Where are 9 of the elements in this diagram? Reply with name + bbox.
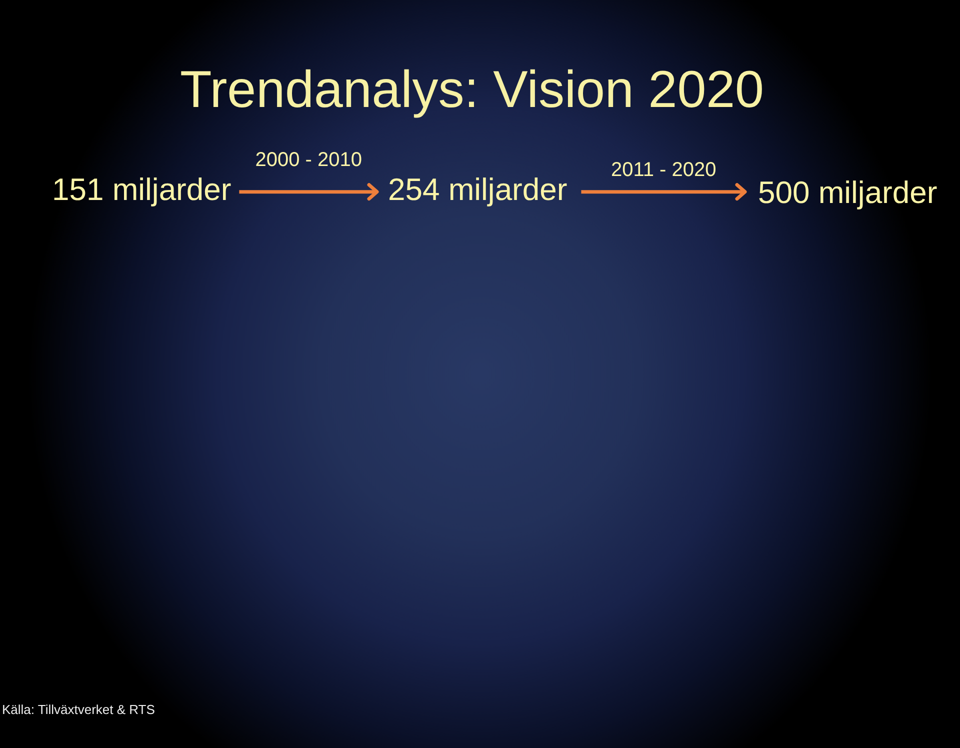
amount-text: 500 miljarder [758, 175, 938, 211]
arrow [239, 183, 379, 201]
source-note: Källa: Tillväxtverket & RTS [2, 702, 155, 718]
amount-text: 151 miljarder [52, 172, 232, 208]
arrow [581, 183, 747, 201]
title: Trendanalys: Vision 2020 [180, 62, 764, 120]
amount-text: 254 miljarder [388, 172, 568, 208]
edge-label: 2000 - 2010 [255, 148, 362, 172]
edge-label: 2011 - 2020 [610, 158, 716, 182]
